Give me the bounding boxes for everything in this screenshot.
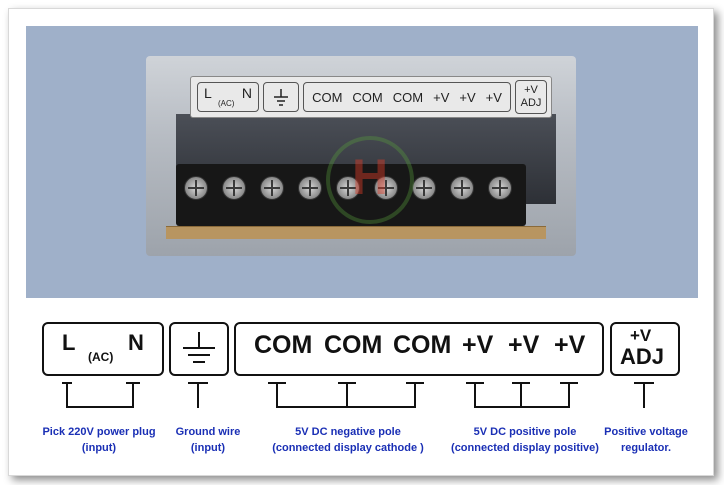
bracket-line [197, 382, 199, 408]
negative-pole-caption: 5V DC negative pole (connected display c… [258, 424, 438, 456]
adj-box: +V ADJ [610, 322, 680, 376]
com-label-2: COM [324, 331, 383, 359]
bracket-line [520, 382, 522, 408]
positive-caption-line2: (connected display positive) [451, 442, 599, 454]
photo-terminal-4: +V [433, 89, 450, 105]
ground-symbol-icon [183, 332, 215, 363]
regulator-caption-line2: regulator. [620, 442, 672, 454]
plus-v-label-1: +V [462, 331, 494, 359]
power-plug-caption: Pick 220V power plug (input) [24, 424, 174, 456]
positive-pole-caption: 5V DC positive pole (connected display p… [442, 424, 608, 456]
bracket-line [568, 382, 570, 408]
dc-output-box: COM COM COM +V +V +V [234, 322, 604, 376]
terminal-screw [488, 176, 512, 200]
bracket-line [276, 382, 278, 408]
bracket-join [66, 406, 134, 408]
photo-terminal-2: COM [352, 89, 383, 105]
regulator-caption: Positive voltage regulator. [596, 424, 696, 456]
power-supply-photo: L (AC) N COM COM COM +V +V +V +V ADJ [26, 26, 698, 298]
terminal-screw [222, 176, 246, 200]
photo-terminal-5: +V [459, 89, 476, 105]
photo-dc-label: COM COM COM +V +V +V [303, 82, 511, 112]
com-label-3: COM [393, 331, 452, 359]
terminal-screw [412, 176, 436, 200]
bracket-line [132, 382, 134, 408]
bracket-line [414, 382, 416, 408]
adj-bottom-label: ADJ [620, 344, 665, 369]
photo-terminal-1: COM [312, 89, 343, 105]
bracket-join [276, 406, 416, 408]
photo-terminal-6: +V [485, 89, 502, 105]
photo-ac-text: (AC) [218, 99, 235, 108]
ac-input-box: L (AC) N [42, 322, 164, 376]
power-caption-line2: (input) [81, 442, 117, 454]
photo-ac-label: L (AC) N [197, 82, 259, 112]
ground-caption-line1: Ground wire [175, 426, 241, 438]
terminal-screw [298, 176, 322, 200]
bracket-line [643, 382, 645, 408]
photo-terminal-3: COM [392, 89, 424, 105]
bracket-join [474, 406, 570, 408]
bracket-line [66, 382, 68, 408]
watermark-logo [326, 136, 414, 224]
plus-v-label-2: +V [508, 331, 540, 359]
terminal-screw [450, 176, 474, 200]
psu-label-strip: L (AC) N COM COM COM +V +V +V +V ADJ [190, 76, 552, 118]
adj-top-label: +V [630, 326, 652, 345]
power-caption-line1: Pick 220V power plug [42, 426, 156, 438]
plus-v-label-3: +V [554, 331, 586, 359]
terminal-screw [184, 176, 208, 200]
ground-caption-line2: (input) [190, 442, 226, 454]
photo-l-label: L [204, 85, 212, 101]
regulator-caption-line1: Positive voltage [604, 426, 688, 438]
positive-caption-line1: 5V DC positive pole [473, 426, 577, 438]
ground-icon [274, 89, 288, 106]
bracket-line [346, 382, 348, 408]
negative-caption-line2: (connected display cathode ) [272, 442, 424, 454]
l-label: L [62, 330, 76, 355]
photo-ground-label [263, 82, 299, 112]
pcb-board [166, 226, 546, 239]
ground-box [169, 322, 229, 376]
photo-n-label: N [241, 85, 252, 101]
negative-caption-line1: 5V DC negative pole [295, 426, 401, 438]
ac-label: (AC) [88, 350, 114, 364]
com-label-1: COM [254, 331, 313, 359]
bracket-line [474, 382, 476, 408]
photo-adj-top: +V [524, 84, 538, 96]
photo-adj-bottom: ADJ [520, 97, 542, 109]
terminal-screw [260, 176, 284, 200]
photo-adj-label: +V ADJ [515, 80, 547, 114]
n-label: N [128, 330, 144, 355]
ground-caption: Ground wire (input) [168, 424, 248, 456]
